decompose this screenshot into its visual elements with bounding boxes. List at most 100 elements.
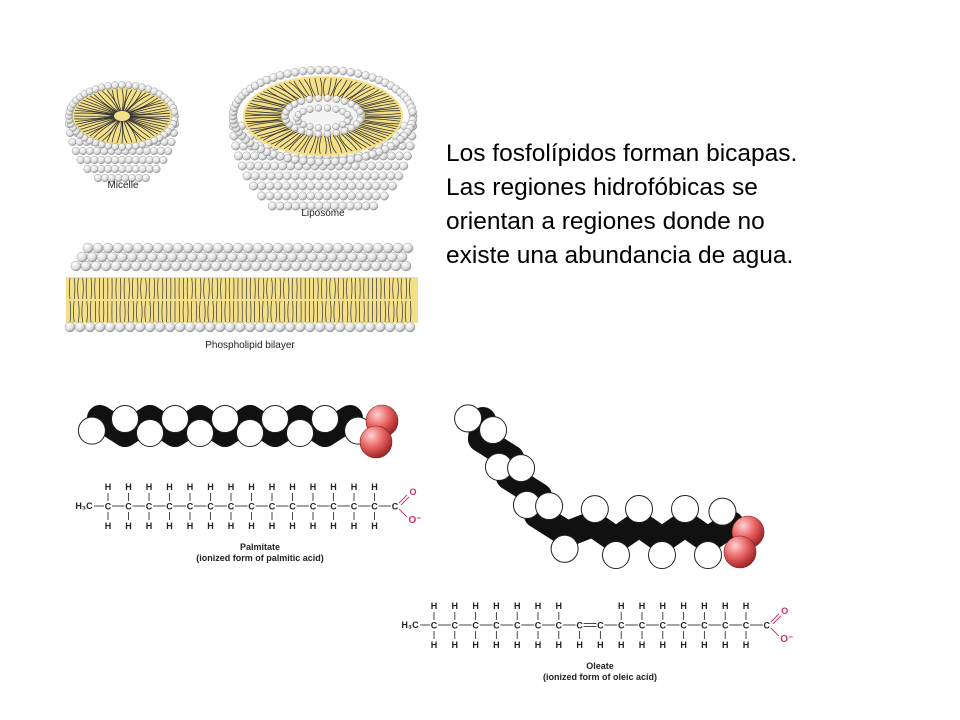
svg-text:H: H [351,521,358,531]
svg-text:H: H [248,482,255,492]
svg-text:H: H [743,601,750,611]
svg-text:C: C [639,621,646,631]
svg-text:H: H [639,601,646,611]
svg-text:H: H [618,640,625,650]
bilayer-label: Phospholipid bilayer [205,340,295,351]
description-paragraph: Los fosfolípidos forman bicapas. Las reg… [446,137,926,273]
svg-text:H: H [722,601,729,611]
svg-text:H: H [472,640,479,650]
svg-text:C: C [618,621,625,631]
svg-text:H: H [535,601,542,611]
svg-text:C: C [371,502,378,512]
svg-text:H: H [330,521,337,531]
svg-text:C: C [310,502,317,512]
svg-text:H: H [228,482,235,492]
svg-text:C: C [680,621,687,631]
palmitate-subtitle: (ionized form of palmitic acid) [196,553,324,563]
svg-text:C: C [105,502,112,512]
svg-text:H: H [535,640,542,650]
svg-text:H: H [269,521,276,531]
svg-text:H: H [310,521,317,531]
svg-text:O: O [781,606,788,616]
svg-text:C: C [248,502,255,512]
oleate-space-filling-model [454,404,765,569]
svg-text:H: H [125,521,132,531]
svg-text:H: H [351,482,358,492]
svg-text:C: C [556,621,563,631]
svg-text:H: H [146,521,153,531]
svg-text:H: H [639,640,646,650]
svg-text:H: H [722,640,729,650]
svg-text:C: C [330,502,337,512]
svg-text:H: H [701,640,708,650]
svg-text:H: H [701,601,708,611]
svg-text:C: C [289,502,296,512]
svg-text:H: H [493,601,500,611]
svg-text:C: C [722,621,729,631]
svg-text:H: H [556,640,563,650]
svg-text:H: H [556,601,563,611]
liposome-illustration [228,65,418,211]
svg-text:H₃C: H₃C [75,501,93,511]
svg-text:C: C [493,621,500,631]
svg-text:C: C [576,621,583,631]
svg-text:C: C [472,621,479,631]
oleate-name: Oleate [586,661,614,671]
svg-text:H: H [431,601,438,611]
svg-text:H: H [452,640,459,650]
micelle-label: Micelle [107,180,139,191]
svg-text:H: H [660,601,667,611]
svg-text:H: H [166,521,173,531]
svg-text:H: H [597,640,604,650]
svg-text:H: H [187,521,194,531]
svg-text:H: H [166,482,173,492]
svg-text:H: H [660,640,667,650]
svg-text:H: H [105,521,112,531]
paragraph-line-3: orientan a regiones donde no [446,208,765,235]
svg-text:H: H [146,482,153,492]
svg-text:C: C [207,502,214,512]
svg-text:H: H [452,601,459,611]
svg-text:C: C [535,621,542,631]
svg-text:H: H [248,521,255,531]
svg-text:H: H [371,482,378,492]
svg-text:C: C [228,502,235,512]
svg-text:C: C [146,502,153,512]
svg-text:C: C [764,621,771,631]
oleate-subtitle: (ionized form of oleic acid) [542,672,657,682]
svg-text:C: C [187,502,194,512]
svg-text:H: H [514,640,521,650]
svg-text:C: C [166,502,173,512]
svg-text:C: C [701,621,708,631]
paragraph-line-2: Las regiones hidrofóbicas se [446,174,758,201]
svg-text:H: H [618,601,625,611]
svg-text:C: C [514,621,521,631]
svg-text:H: H [105,482,112,492]
paragraph-line-4: existe una abundancia de agua. [446,242,794,269]
paragraph-line-1: Los fosfolípidos forman bicapas. [446,140,798,167]
svg-text:H: H [680,640,687,650]
liposome-label: Liposome [301,208,345,219]
svg-text:H: H [269,482,276,492]
svg-text:H: H [125,482,132,492]
phospholipid-bilayer-illustration [64,242,418,333]
svg-text:C: C [269,502,276,512]
svg-text:H: H [310,482,317,492]
svg-text:C: C [660,621,667,631]
svg-text:O⁻: O⁻ [408,515,421,526]
svg-text:H: H [207,482,214,492]
micelle-illustration [64,81,180,182]
svg-text:H: H [289,521,296,531]
svg-text:C: C [431,621,438,631]
svg-text:C: C [743,621,750,631]
svg-text:H₃C: H₃C [401,620,419,630]
svg-text:H: H [187,482,194,492]
svg-text:H: H [371,521,378,531]
svg-text:H: H [289,482,296,492]
svg-text:C: C [597,621,604,631]
svg-text:H: H [330,482,337,492]
svg-text:H: H [228,521,235,531]
